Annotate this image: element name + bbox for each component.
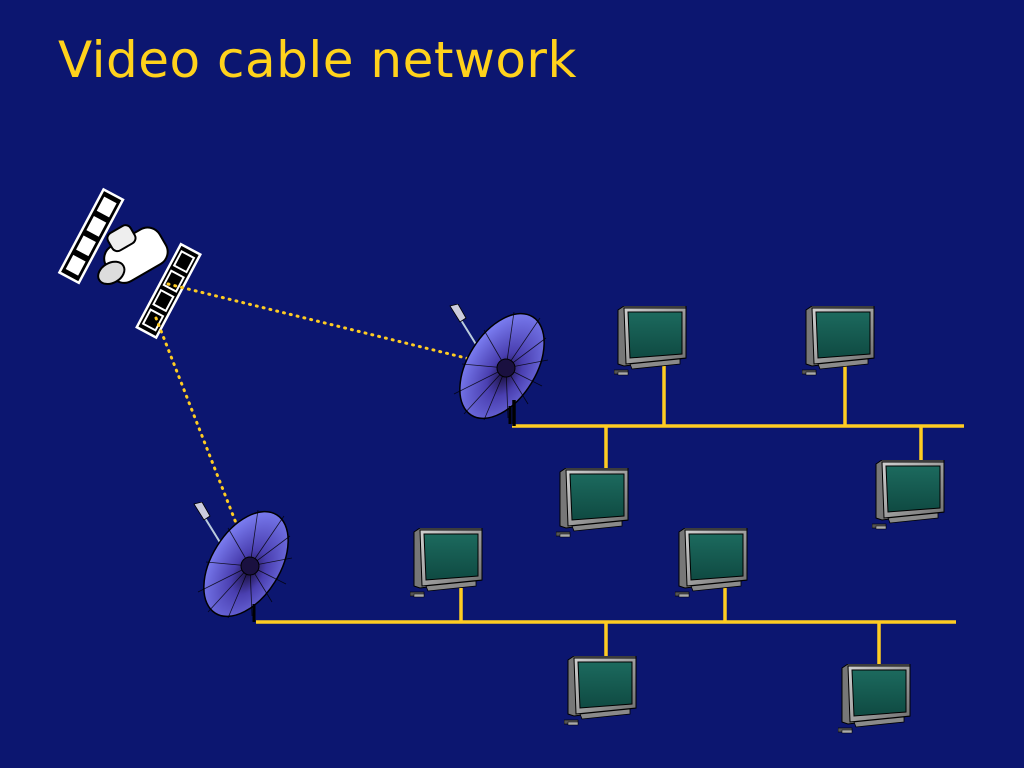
monitor-icon [872, 460, 945, 530]
signal-links [154, 282, 508, 566]
monitor-icon [802, 306, 875, 376]
monitor-icon [556, 468, 629, 538]
satellite-icon [57, 187, 203, 340]
satellite-dish-icon [444, 304, 554, 424]
monitor-icon [675, 528, 748, 598]
cable-network-lower [256, 588, 956, 666]
satellite-dish-icon [188, 502, 298, 622]
monitor-icon [838, 664, 911, 734]
slide-title: Video cable network [58, 31, 577, 89]
cable-network-upper [512, 366, 964, 470]
monitor-icon [614, 306, 687, 376]
monitor-icon [410, 528, 483, 598]
monitor-icon [564, 656, 637, 726]
